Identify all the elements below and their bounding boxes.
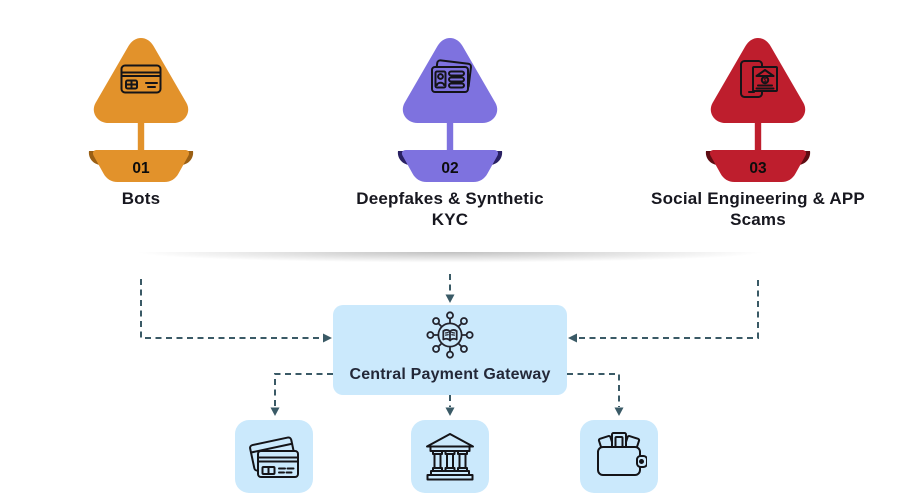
credit-cards-icon xyxy=(249,435,299,478)
threat-item-deepfakes-kyc: 02 Deepfakes & Synthetic KYC xyxy=(330,32,570,230)
ribbon-banner xyxy=(92,150,190,182)
connector-scams-to-gateway xyxy=(578,280,759,339)
threat-marker: 03 $ xyxy=(705,38,811,182)
threat-triangle xyxy=(93,38,189,123)
connector-gateway-to-wallet xyxy=(567,373,620,407)
threat-label: Social Engineering & APP Scams xyxy=(651,189,865,229)
destination-tile-bank xyxy=(411,420,489,493)
ledger-network-icon xyxy=(426,311,474,359)
threat-item-bots: 01 Bots xyxy=(21,32,261,209)
marker-stem xyxy=(446,121,454,152)
section-divider-shadow xyxy=(14,252,886,269)
connector-bots-to-gateway xyxy=(140,279,322,339)
threat-number: 02 xyxy=(441,160,458,177)
connector-gateway-to-cards xyxy=(274,373,333,407)
id-cards-icon xyxy=(431,59,472,93)
destination-tile-wallet xyxy=(580,420,658,493)
threat-number: 03 xyxy=(749,160,767,177)
marker-stem xyxy=(754,121,762,152)
threat-label: Bots xyxy=(121,189,161,208)
bank-icon xyxy=(426,432,474,480)
threat-marker: 01 xyxy=(88,38,194,182)
ribbon-banner xyxy=(401,150,499,182)
ribbon-banner xyxy=(709,150,807,182)
central-payment-gateway-card: Central Payment Gateway xyxy=(333,305,567,395)
svg-text:$: $ xyxy=(764,78,767,84)
threat-number: 01 xyxy=(132,160,150,177)
phone-bank-icon: $ xyxy=(740,60,778,98)
gateway-label: Central Payment Gateway xyxy=(349,366,551,383)
marker-stem xyxy=(137,121,145,152)
destination-tile-cards xyxy=(235,420,313,493)
threat-item-social-engineering: 03 $ Social Engineering & APP Scams xyxy=(638,32,878,230)
threat-marker: 02 xyxy=(397,38,503,182)
credit-card-icon xyxy=(120,64,162,94)
wallet-cash-icon xyxy=(597,431,647,476)
threat-label: Deepfakes & Synthetic KYC xyxy=(356,189,544,229)
